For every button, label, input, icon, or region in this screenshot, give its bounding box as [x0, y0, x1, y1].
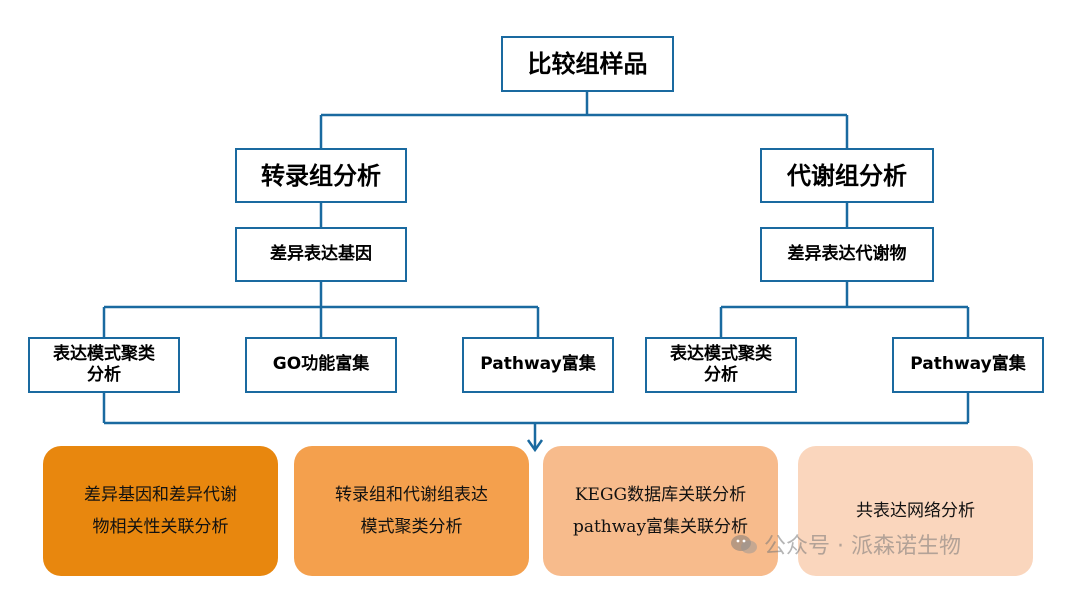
output-card-kegg: KEGG数据库关联分析 pathway富集关联分析	[543, 446, 778, 576]
output-line: 差异基因和差异代谢	[84, 484, 237, 505]
watermark: 公众号 · 派森诺生物	[730, 528, 961, 560]
differential-genes-node: 差异表达基因	[235, 227, 407, 282]
output-line: 模式聚类分析	[360, 517, 463, 537]
transcriptome-analysis-node: 转录组分析	[235, 148, 407, 203]
output-line: 物相关性关联分析	[92, 517, 229, 537]
output-line: pathway富集关联分析	[572, 517, 749, 537]
pathway-enrichment-node: Pathway富集	[462, 337, 614, 393]
expression-clustering-node: 表达模式聚类 分析	[28, 337, 180, 393]
output-line: KEGG数据库关联分析	[574, 484, 747, 505]
output-card-coexpression: 共表达网络分析	[798, 446, 1033, 576]
metabolite-clustering-node: 表达模式聚类 分析	[645, 337, 797, 393]
go-enrichment-node: GO功能富集	[245, 337, 397, 393]
output-line: 共表达网络分析	[856, 500, 975, 521]
wechat-icon	[731, 535, 757, 554]
watermark-text: 公众号 · 派森诺生物	[764, 534, 961, 559]
root-node: 比较组样品	[501, 36, 674, 92]
output-card-correlation: 差异基因和差异代谢物相关性关联分析	[43, 446, 278, 576]
metabolome-analysis-node: 代谢组分析	[760, 148, 934, 203]
differential-metabolites-node: 差异表达代谢物	[760, 227, 934, 282]
output-line: 转录组和代谢组表达	[335, 484, 488, 505]
metabolite-pathway-enrichment-node: Pathway富集	[892, 337, 1044, 393]
output-card-clustering: 转录组和代谢组表达模式聚类分析	[294, 446, 529, 576]
